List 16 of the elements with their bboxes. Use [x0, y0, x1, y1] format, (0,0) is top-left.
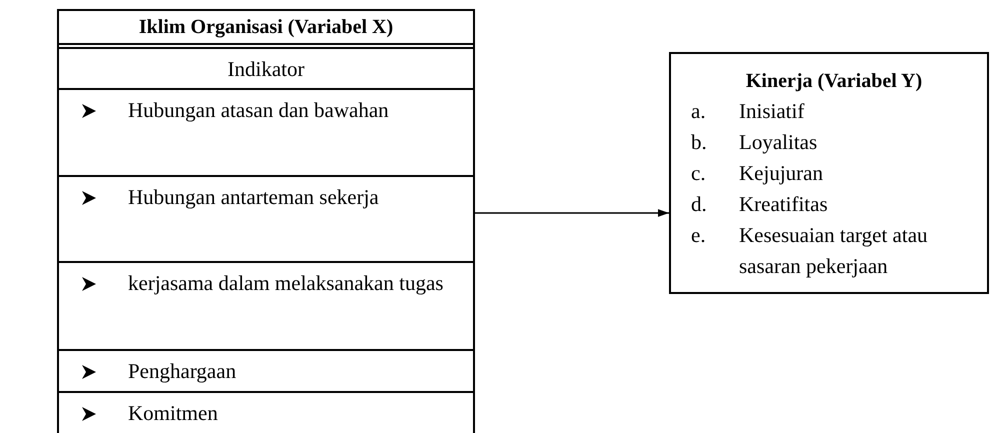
list-item: e. Kesesuaian target atau sasaran pekerjaan [691, 222, 929, 280]
box-heading: Kinerja (Variabel Y) [744, 69, 924, 94]
column-heading: Indikator [228, 57, 304, 81]
indicator-table [57, 9, 475, 433]
variable-box [669, 52, 989, 294]
list-item: a. Inisiatif [691, 98, 806, 125]
indicator-text: Penghargaan [128, 359, 236, 383]
indicator-text: Hubungan atasan dan bawahan [128, 98, 389, 122]
indicator-text: Komitmen [128, 401, 218, 425]
list-item: d. Kreatifitas [691, 191, 829, 218]
list-item: b. Loyalitas [691, 129, 818, 156]
indicator-text: kerjasama dalam melaksanakan tugas [128, 271, 444, 295]
indicator-text: Hubungan antarteman sekerja [128, 185, 379, 209]
arrow [475, 209, 669, 217]
table-heading: Iklim Organisasi (Variabel X) [138, 16, 394, 38]
list-item: c. Kejujuran [691, 160, 824, 187]
